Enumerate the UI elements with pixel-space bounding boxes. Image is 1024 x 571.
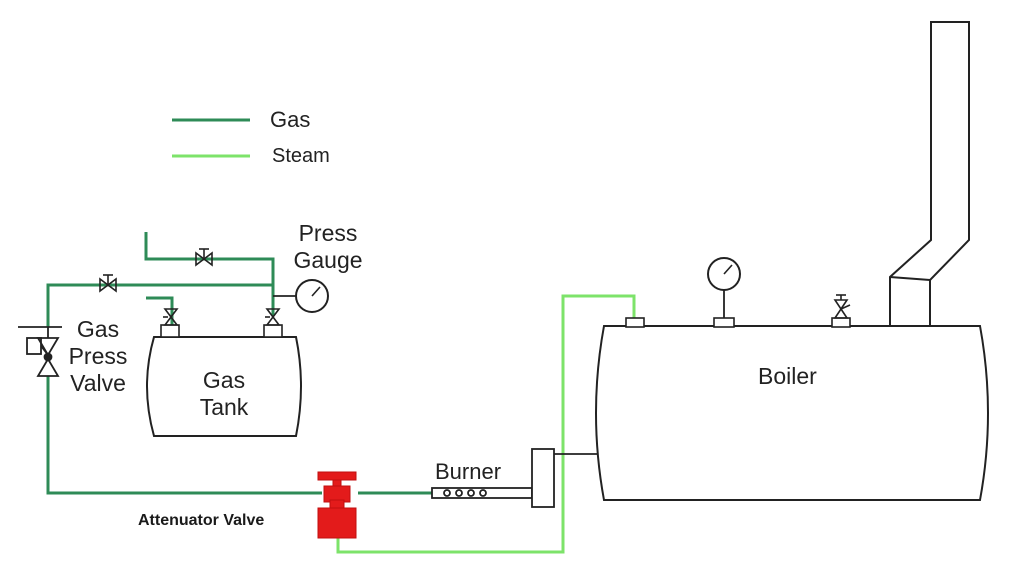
gas-tank-body [146, 336, 302, 437]
boiler-safety-valve-icon [831, 294, 851, 328]
gas-press-valve-label: Gas Press Valve [58, 318, 138, 395]
boiler-body [595, 325, 989, 501]
gas-press-valve-label-line1: Gas [76, 316, 120, 342]
steam-piping [336, 294, 636, 554]
boiler-label: Boiler [758, 363, 817, 389]
gas-tank-label: Gas Tank [184, 369, 264, 419]
inline-valve-lower [99, 274, 117, 293]
tank-valve-left [160, 308, 180, 338]
burner-assembly [431, 448, 598, 508]
gas-tank-label-line1: Gas [202, 367, 246, 393]
boiler-gauge-mount [713, 317, 735, 328]
gas-press-valve-label-line3: Valve [70, 370, 126, 396]
burner-label: Burner [435, 459, 502, 484]
boiler-pressure-gauge-icon [707, 257, 741, 291]
tank-valve-right [263, 308, 283, 338]
inline-valve-upper [195, 248, 213, 267]
press-gauge-label-line1: Press [298, 220, 358, 246]
gas-press-valve-symbol [18, 326, 62, 377]
gas-pressure-gauge-icon [295, 279, 329, 313]
boiler-steam-outlet [625, 317, 645, 328]
press-gauge-label: Press Gauge [288, 222, 368, 272]
gas-press-valve-label-line2: Press [68, 343, 128, 369]
gas-tank-label-line2: Tank [199, 394, 249, 420]
attenuator-valve-label: Attenuator Valve [138, 512, 265, 529]
press-gauge-label-line2: Gauge [293, 247, 363, 273]
attenuator-valve-icon [317, 471, 357, 539]
legend-steam-label: Steam [272, 145, 330, 167]
boiler-chimney [889, 21, 970, 326]
legend-gas-label: Gas [270, 107, 311, 132]
gas-piping [46, 232, 432, 495]
